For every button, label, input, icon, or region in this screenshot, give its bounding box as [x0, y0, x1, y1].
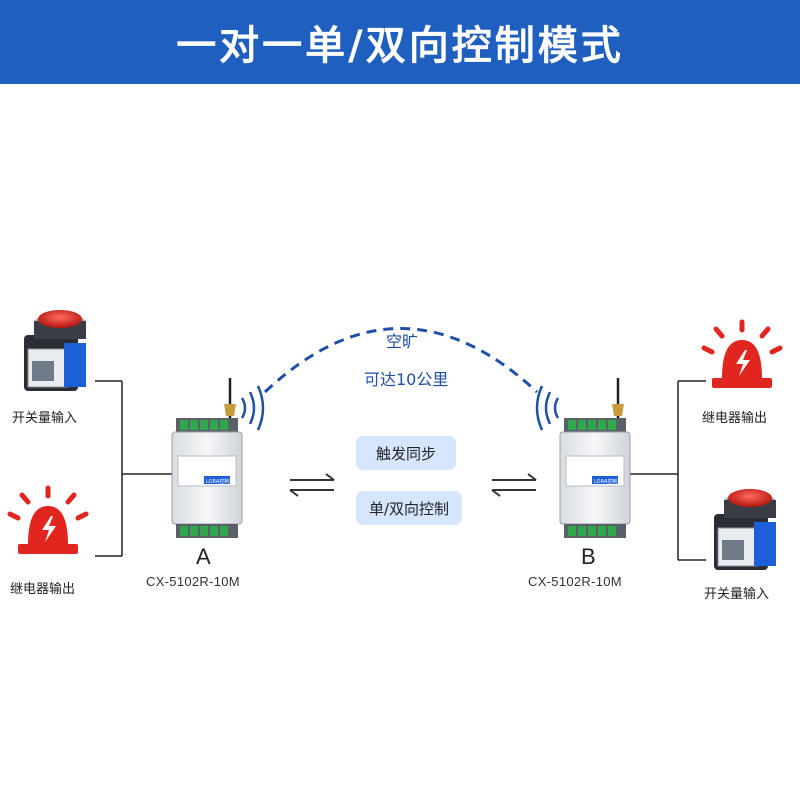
bidirectional-arrow-icon	[491, 473, 537, 497]
right-output-label: 继电器输出	[702, 411, 768, 426]
alarm-beacon-icon	[7, 485, 89, 554]
device-a-letter: A	[196, 544, 211, 569]
left-output-label: 继电器输出	[10, 582, 76, 597]
push-button-switch-icon	[24, 310, 86, 391]
left-input-label: 开关量输入	[12, 411, 78, 426]
right-input-label: 开关量输入	[704, 587, 770, 602]
mode-pill-trigger-sync: 触发同步	[356, 436, 456, 470]
wireless-link-arc	[263, 327, 539, 394]
wireless-signal-icon	[535, 385, 560, 431]
link-distance-label-2: 可达10公里	[364, 370, 449, 389]
device-b-letter: B	[581, 544, 596, 569]
alarm-beacon-icon	[701, 319, 783, 388]
device-a-panel-label: LORA控制器	[206, 479, 235, 485]
device-b-model: CX-5102R-10M	[528, 574, 622, 589]
antenna-icon	[224, 378, 236, 418]
right-connector-lines	[630, 380, 706, 561]
mode-pill-control: 单/双向控制	[356, 491, 462, 525]
wireless-signal-icon	[240, 385, 265, 431]
device-a-model: CX-5102R-10M	[146, 574, 240, 589]
antenna-icon	[612, 378, 624, 418]
link-distance-label-1: 空旷	[386, 332, 419, 351]
page-title: 一对一单/双向控制模式	[176, 23, 624, 69]
push-button-switch-icon	[714, 489, 776, 570]
device-a-controller	[171, 378, 243, 538]
left-connector-lines	[95, 380, 172, 557]
title-banner: 一对一单/双向控制模式	[0, 0, 800, 84]
device-b-controller	[559, 378, 631, 538]
bidirectional-arrow-icon	[289, 473, 335, 497]
device-b-panel-label: LORA控制器	[594, 479, 623, 485]
